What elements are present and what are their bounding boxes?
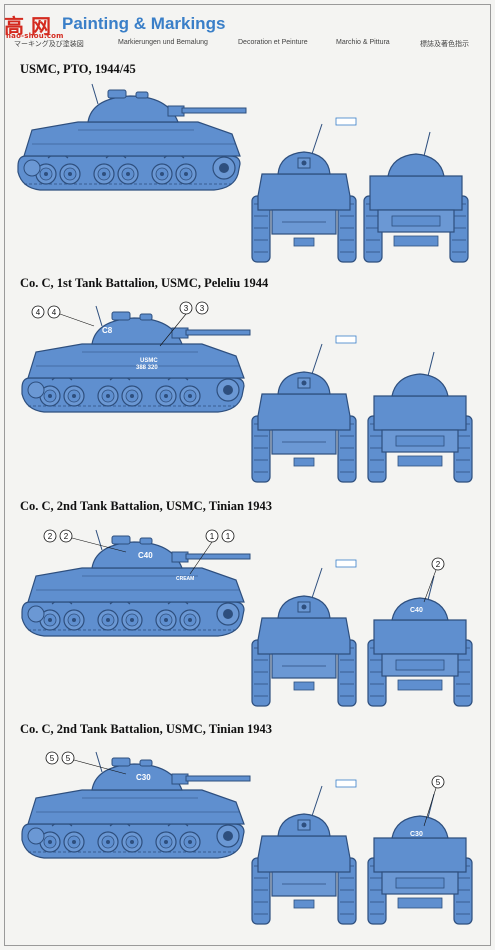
marking-c30: C30 [136,773,151,782]
callout-3a: 3 [184,304,189,313]
logo-site-text: hao-shou.com [6,32,64,40]
subhead-japanese: マーキング及び塗装図 [14,41,84,48]
tank-rear-view-1 [363,131,469,263]
tank-front-view-4 [251,785,357,925]
tank-side-view-2 [22,306,250,412]
page-title: Painting & Markings [62,14,226,33]
callout-1b: 1 [226,532,231,541]
callout-4b: 4 [52,308,57,317]
subhead-german: Markierungen und Bemalung [118,39,208,46]
callout-2a: 2 [48,532,53,541]
tank-front-view-2 [251,343,357,483]
subhead-italian: Marchio & Pittura [336,39,390,46]
tank-side-view-1 [18,84,246,190]
page-frame [4,4,491,946]
marking-usmc: USMC [140,358,158,364]
rear-callout-2: 2 [436,560,441,569]
decal-callout-box-2 [335,335,357,344]
marking-c8: C8 [102,326,113,335]
callout-4a: 4 [36,308,41,317]
tank-rear-view-2 [367,351,473,483]
tank-front-view-1 [251,123,357,263]
subhead-chinese: 標誌及著色指示 [420,41,469,48]
logo-char-1: 高 [4,14,24,38]
section-title-4: Co. C, 2nd Tank Battalion, USMC, Tinian … [20,722,273,736]
language-subheads: マーキング及び塗装図 Markierungen und Bemalung Dec… [8,39,490,51]
tank-side-view-4 [22,752,250,858]
subhead-french: Decoration et Peinture [238,39,308,46]
tank-front-view-3 [251,567,357,707]
rear-marking-c40: C40 [410,607,423,614]
site-logo: 高 网 hao-shou.com [4,10,68,40]
decal-callout-box-3 [335,559,357,568]
callout-5b: 5 [66,754,71,763]
section-title-1: USMC, PTO, 1944/45 [20,62,136,76]
tank-side-view-3 [22,530,250,636]
marking-name: CREAM [176,576,194,582]
marking-c40: C40 [138,551,153,560]
callout-2b: 2 [64,532,69,541]
section-title-2: Co. C, 1st Tank Battalion, USMC, Peleliu… [20,276,269,290]
rear-callout-5: 5 [436,778,441,787]
marking-serial: 388 320 [136,365,158,371]
callout-5a: 5 [50,754,55,763]
tank-rear-view-4 [367,793,473,925]
logo-char-2: 网 [31,14,51,38]
callout-3b: 3 [200,304,205,313]
decal-callout-box-1 [335,117,357,126]
callout-1a: 1 [210,532,215,541]
decal-callout-box-4 [335,779,357,788]
tank-rear-view-3 [367,575,473,707]
rear-marking-c30: C30 [410,831,423,838]
section-title-3: Co. C, 2nd Tank Battalion, USMC, Tinian … [20,499,273,513]
